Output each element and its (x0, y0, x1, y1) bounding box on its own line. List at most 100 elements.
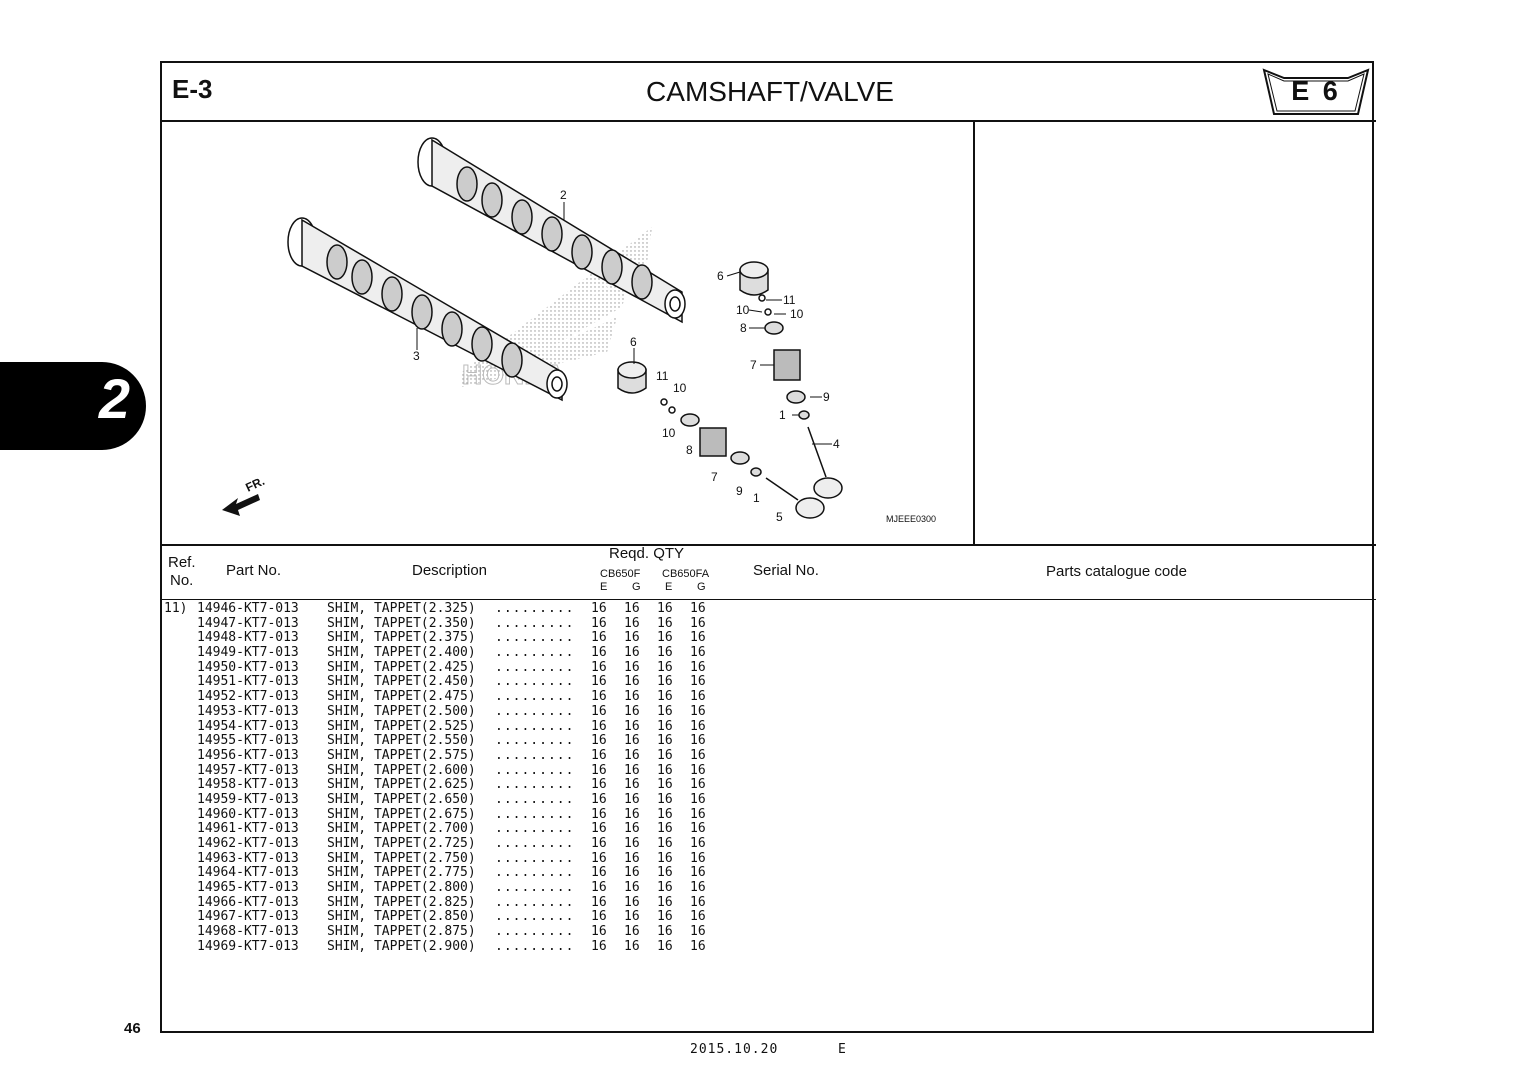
description-cell: SHIM, TAPPET(2.675) (327, 806, 476, 822)
qty-cb650fa-g-cell: 16 (690, 674, 706, 690)
qty-cb650f-g-cell: 16 (624, 718, 640, 734)
qty-cb650fa-e-cell: 16 (657, 880, 673, 896)
col-reqd-qty: Reqd. QTY (609, 545, 685, 562)
header-divider (160, 120, 1376, 122)
qty-cb650f-e-cell: 16 (591, 909, 607, 925)
part-number-cell: 14966-KT7-013 (197, 894, 299, 910)
description-cell: SHIM, TAPPET(2.625) (327, 777, 476, 793)
qty-cb650f-e-cell: 16 (591, 806, 607, 822)
section-code: E-3 (172, 74, 213, 104)
description-cell: SHIM, TAPPET(2.725) (327, 836, 476, 851)
qty-cb650f-e-cell: 16 (591, 777, 607, 793)
leader-dots: ......... (495, 703, 575, 719)
description-cell: SHIM, TAPPET(2.900) (327, 938, 476, 954)
qty-cb650f-g-cell: 16 (624, 659, 640, 675)
callout-label: 10 (790, 307, 804, 321)
front-direction-arrow (222, 494, 260, 516)
callout-label: 9 (736, 484, 743, 498)
col-ref-line2: No. (170, 572, 194, 589)
qty-cb650fa-g-cell: 16 (690, 733, 706, 749)
qty-cb650f-e-cell: 16 (591, 836, 607, 851)
page-number: 46 (124, 1020, 141, 1037)
part-number-cell: 14969-KT7-013 (197, 938, 299, 954)
qty-cb650fa-e-cell: 16 (657, 909, 673, 925)
page-frame (160, 61, 1374, 1033)
qty-cb650f-g-cell: 16 (624, 703, 640, 719)
col-description: Description (412, 562, 488, 579)
leader-dots: ......... (495, 615, 575, 631)
leader-dots: ......... (495, 601, 575, 616)
qty-cb650fa-e-cell: 16 (657, 850, 673, 866)
qty-cb650fa-g-cell: 16 (690, 894, 706, 910)
part-number-cell: 14965-KT7-013 (197, 880, 299, 896)
callout-label: 9 (823, 390, 830, 404)
part-number-cell: 14964-KT7-013 (197, 865, 299, 881)
description-cell: SHIM, TAPPET(2.650) (327, 791, 476, 807)
qty-cb650f-e-cell: 16 (591, 791, 607, 807)
section-tab (0, 362, 146, 450)
qty-cb650fa-g-cell: 16 (690, 645, 706, 661)
part-number-cell: 14948-KT7-013 (197, 630, 299, 646)
qty-cb650f-e-cell: 16 (591, 865, 607, 881)
column-header-divider (160, 599, 1376, 600)
description-cell: SHIM, TAPPET(2.500) (327, 703, 476, 719)
qty-cb650fa-g-cell: 16 (690, 659, 706, 675)
qty-cb650f-g-cell: 16 (624, 689, 640, 705)
qty-cb650f-e-cell: 16 (591, 924, 607, 940)
qty-cb650fa-g-cell: 16 (690, 850, 706, 866)
col-model-1: CB650F (600, 568, 641, 580)
callout-label: 5 (776, 510, 783, 524)
qty-cb650f-e-cell: 16 (591, 645, 607, 661)
description-cell: SHIM, TAPPET(2.875) (327, 924, 476, 940)
qty-cb650fa-g-cell: 16 (690, 777, 706, 793)
part-number-cell: 14960-KT7-013 (197, 806, 299, 822)
qty-cb650f-e-cell: 16 (591, 762, 607, 778)
description-cell: SHIM, TAPPET(2.850) (327, 909, 476, 925)
qty-cb650fa-g-cell: 16 (690, 865, 706, 881)
qty-cb650fa-g-cell: 16 (690, 791, 706, 807)
qty-cb650fa-e-cell: 16 (657, 601, 673, 616)
qty-cb650f-e-cell: 16 (591, 733, 607, 749)
qty-cb650f-g-cell: 16 (624, 821, 640, 837)
callout-label: 11 (783, 293, 796, 307)
qty-cb650f-e-cell: 16 (591, 689, 607, 705)
description-cell: SHIM, TAPPET(2.450) (327, 674, 476, 690)
leader-dots: ......... (495, 836, 575, 851)
leader-dots: ......... (495, 821, 575, 837)
leader-dots: ......... (495, 850, 575, 866)
col-model-2: CB650FA (662, 568, 710, 580)
leader-dots: ......... (495, 630, 575, 646)
qty-cb650f-e-cell: 16 (591, 718, 607, 734)
part-number-cell: 14961-KT7-013 (197, 821, 299, 837)
part-number-cell: 14952-KT7-013 (197, 689, 299, 705)
callout-label: 4 (833, 437, 840, 451)
qty-cb650fa-g-cell: 16 (690, 938, 706, 954)
qty-cb650f-g-cell: 16 (624, 894, 640, 910)
qty-cb650f-e-cell: 16 (591, 674, 607, 690)
leader-dots: ......... (495, 880, 575, 896)
qty-cb650f-g-cell: 16 (624, 924, 640, 940)
leader-dots: ......... (495, 865, 575, 881)
qty-cb650fa-g-cell: 16 (690, 703, 706, 719)
qty-cb650f-g-cell: 16 (624, 880, 640, 896)
part-number-cell: 14968-KT7-013 (197, 924, 299, 940)
qty-cb650fa-g-cell: 16 (690, 821, 706, 837)
leader-dots: ......... (495, 689, 575, 705)
col-ref-line1: Ref. (168, 554, 196, 571)
leader-dots: ......... (495, 777, 575, 793)
callout-label: 6 (630, 335, 637, 349)
part-number-cell: 14950-KT7-013 (197, 659, 299, 675)
qty-cb650f-e-cell: 16 (591, 747, 607, 763)
qty-cb650f-e-cell: 16 (591, 630, 607, 646)
qty-cb650f-g-cell: 16 (624, 733, 640, 749)
col-sub-g2: G (697, 581, 706, 593)
qty-cb650f-e-cell: 16 (591, 821, 607, 837)
qty-cb650fa-g-cell: 16 (690, 806, 706, 822)
qty-cb650f-g-cell: 16 (624, 615, 640, 631)
part-number-cell: 14956-KT7-013 (197, 747, 299, 763)
callout-label: 10 (673, 381, 687, 395)
part-number-cell: 14958-KT7-013 (197, 777, 299, 793)
qty-cb650fa-e-cell: 16 (657, 747, 673, 763)
qty-cb650fa-e-cell: 16 (657, 894, 673, 910)
description-cell: SHIM, TAPPET(2.775) (327, 865, 476, 881)
